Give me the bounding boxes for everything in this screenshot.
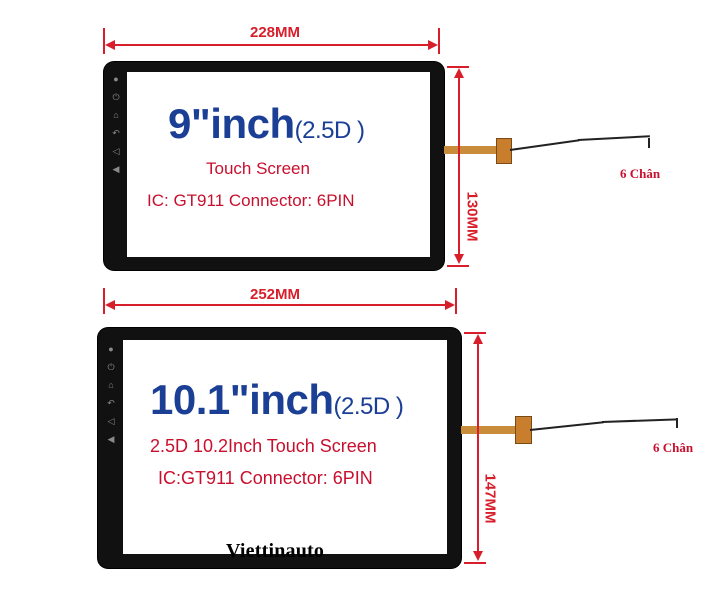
power-icon: ⏻ [107,361,115,372]
dim-tick [464,332,486,334]
top-inch-sub: (2.5D ) [294,117,365,144]
top-line2: IC: GT911 Connector: 6PIN [147,191,355,210]
bottom-inch-title: 10.1"inch(2.5D ) [150,376,404,424]
bottom-inch-main: 10.1"inch [150,376,334,423]
arrow-down-icon [473,551,483,561]
back-icon: ↶ [107,397,115,408]
mic-icon: ● [113,73,119,84]
dim-line [110,44,433,46]
dim-line [458,72,460,260]
brand-watermark: Viettinauto [226,540,325,562]
dim-tick [103,288,105,314]
bottom-width-label: 252MM [249,286,301,303]
arrow-right-icon [445,300,455,310]
arrow-up-icon [473,334,483,344]
dim-tick [455,288,457,314]
top-side-buttons: ● ⏻ ⌂ ↶ ◁ ◀ [110,70,122,178]
top-connector [496,138,512,164]
top-pin-label: 6 Chân [620,166,661,181]
bottom-touch-panel: ● ⏻ ⌂ ↶ ◁ ◀ [98,328,461,568]
top-width-label: 228MM [249,24,301,41]
top-panel-screen [127,72,430,257]
volume-down-icon: ◀ [112,163,120,174]
dim-tick [103,28,105,54]
arrow-left-icon [105,300,115,310]
power-icon: ⏻ [112,91,120,102]
dim-line [110,304,450,306]
bottom-inch-sub: (2.5D ) [333,393,404,420]
home-icon: ⌂ [108,379,114,390]
top-inch-main: 9"inch [168,100,295,147]
top-wire-end [648,138,650,148]
top-line1: Touch Screen [206,159,310,178]
arrow-up-icon [454,68,464,78]
dim-tick [447,66,469,68]
top-wire [509,139,580,151]
arrow-down-icon [454,254,464,264]
bottom-line2: IC:GT911 Connector: 6PIN [158,468,373,488]
bottom-wire [601,418,678,423]
bottom-wire-end [676,418,678,428]
arrow-left-icon [105,40,115,50]
dim-tick [447,265,469,267]
bottom-pin-label: 6 Chân [653,440,694,455]
top-touch-panel: ● ⏻ ⌂ ↶ ◁ ◀ [104,62,444,270]
bottom-wire [529,421,604,431]
dim-tick [464,562,486,564]
arrow-right-icon [428,40,438,50]
volume-up-icon: ◁ [112,145,120,156]
bottom-line1: 2.5D 10.2Inch Touch Screen [150,436,377,456]
dim-line [477,338,479,557]
volume-up-icon: ◁ [107,415,115,426]
bottom-side-buttons: ● ⏻ ⌂ ↶ ◁ ◀ [105,340,117,448]
back-icon: ↶ [112,127,120,138]
dim-tick [438,28,440,54]
bottom-panel-screen [123,340,447,554]
bottom-height-label: 147MM [481,473,499,524]
bottom-flex-cable [461,426,519,434]
top-height-label: 130MM [463,191,481,242]
mic-icon: ● [108,343,114,354]
top-flex-cable [444,146,500,154]
top-wire [577,135,650,141]
top-inch-title: 9"inch(2.5D ) [168,100,365,148]
volume-down-icon: ◀ [107,433,115,444]
home-icon: ⌂ [113,109,119,120]
